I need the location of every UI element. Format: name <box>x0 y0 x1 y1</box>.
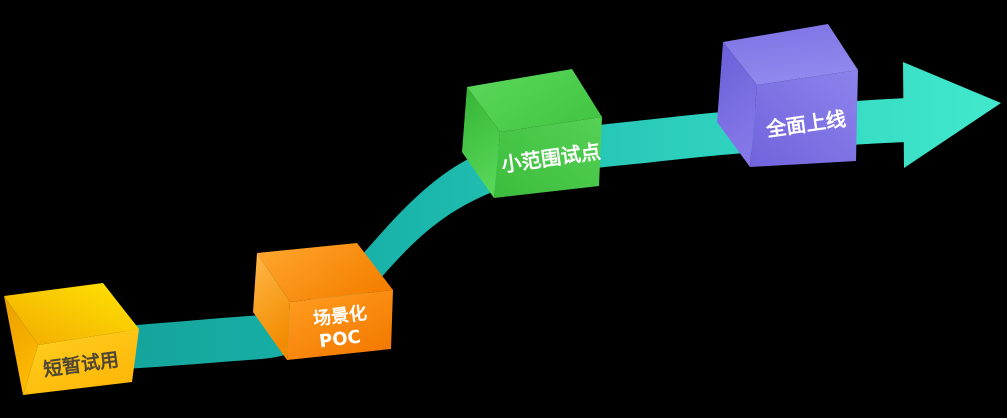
stage-box-3-top-face <box>467 69 602 132</box>
stage-box-1: 短暂试用 <box>4 283 139 395</box>
stage-2-label-line-2: POC <box>318 327 362 353</box>
stage-box-2: 场景化 POC <box>253 243 393 360</box>
stage-box-4: 全面上线 <box>717 24 858 167</box>
stage-box-3-front-face <box>494 117 602 198</box>
stage-box-4-top-face <box>723 24 858 85</box>
stage-box-4-front-face <box>750 70 858 167</box>
stage-box-1-front-face <box>23 329 139 395</box>
stage-box-2-front-face <box>287 290 393 360</box>
flow-arrow-head <box>903 62 1001 168</box>
stage-box-1-top-face <box>4 283 139 345</box>
stage-box-1-left-face <box>4 296 38 395</box>
stage-box-2-top-face <box>257 243 393 302</box>
stage-box-4-left-face <box>717 42 757 167</box>
stage-box-2-left-face <box>253 253 290 360</box>
stage-box-3-left-face <box>462 87 500 198</box>
stage-box-3: 小范围试点 <box>462 69 602 198</box>
